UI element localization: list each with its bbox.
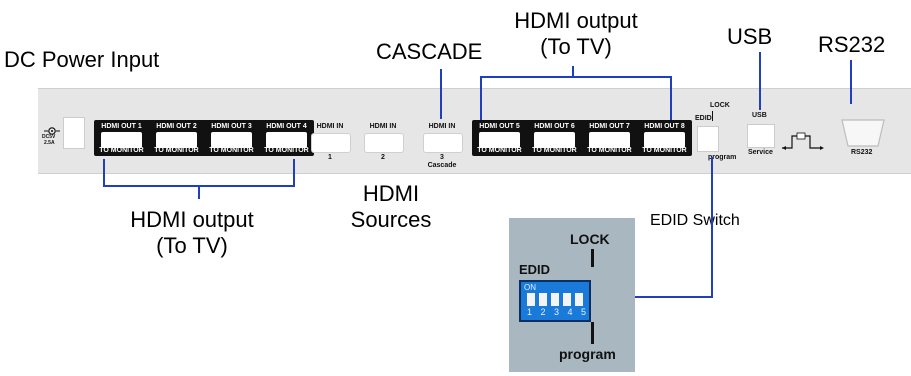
connector-line	[635, 296, 713, 298]
dip-lock-label: LOCK	[570, 231, 610, 247]
connector-line	[198, 185, 200, 199]
dip-switch-block: ON 1 2 3 4 5	[519, 280, 591, 322]
dip-program-divider	[591, 322, 594, 344]
dip-switch-5	[575, 293, 583, 306]
hdmi-sources-label: HDMI Sources	[350, 181, 432, 232]
hdmi-in-2-number: 2	[381, 154, 385, 161]
connector-line	[572, 66, 574, 77]
connector-line	[670, 76, 672, 120]
panel-rs232-label: RS232	[851, 149, 873, 156]
serial-signal-icon	[780, 131, 830, 156]
hdmi-in-3-number: 3	[440, 154, 444, 161]
usb-port	[747, 124, 775, 148]
panel-service-label: Service	[748, 149, 773, 156]
hdmi-in-1-number: 1	[328, 154, 332, 161]
hdmi-in-3-cascade: Cascade	[427, 162, 457, 169]
dc-power-port	[63, 117, 85, 149]
dip-switch-1	[527, 293, 535, 306]
connector-line	[711, 157, 713, 298]
hdmi-in-1-port	[311, 133, 351, 153]
dip-edid-label: EDID	[519, 262, 551, 277]
dc-rating-1: DC5V	[42, 134, 56, 140]
edid-dip-switch-closeup: LOCK EDID ON 1 2 3 4 5 program	[509, 218, 635, 372]
rs232-port	[838, 116, 888, 155]
hdmi-in-2-label: HDMI IN	[369, 123, 397, 130]
dip-on-label: ON	[524, 283, 536, 292]
hdmi-output-top-label: HDMI output (To TV)	[514, 8, 638, 59]
hdmi-output-bottom-label: HDMI output (To TV)	[130, 207, 254, 258]
dip-numbers: 1 2 3 4 5	[527, 307, 590, 317]
dip-program-label: program	[559, 346, 616, 362]
panel-program-label: program	[708, 154, 737, 161]
dc-rating-2: 2.5A	[44, 140, 55, 146]
hdmi-in-3-port	[423, 133, 463, 153]
panel-edid-label: EDID	[695, 115, 712, 122]
connector-line	[440, 69, 442, 119]
dip-lock-divider	[591, 249, 594, 267]
dip-switch-2	[539, 293, 547, 306]
dc-jack-icon	[44, 123, 60, 141]
dc-power-input-label: DC Power Input	[4, 47, 160, 72]
dip-switch-3	[551, 293, 559, 306]
connector-line	[480, 76, 482, 120]
connector-line	[103, 159, 105, 186]
hdmi-in-3-label: HDMI IN	[428, 123, 456, 130]
hdmi-in-1-label: HDMI IN	[316, 123, 344, 130]
connector-line	[850, 60, 852, 104]
edid-switch-label: EDID Switch	[650, 212, 740, 229]
rs232-label: RS232	[818, 32, 886, 57]
panel-edid-divider	[712, 111, 713, 121]
panel-edid-switch	[697, 126, 719, 152]
connector-line	[293, 159, 295, 186]
usb-label: USB	[727, 24, 773, 49]
dip-switch-4	[563, 293, 571, 306]
cascade-label: CASCADE	[376, 39, 483, 64]
panel-lock-label: LOCK	[710, 102, 730, 109]
connector-line	[759, 52, 761, 110]
panel-usb-label: USB	[752, 112, 767, 119]
hdmi-in-2-port	[364, 133, 404, 153]
connector-line	[480, 76, 672, 78]
